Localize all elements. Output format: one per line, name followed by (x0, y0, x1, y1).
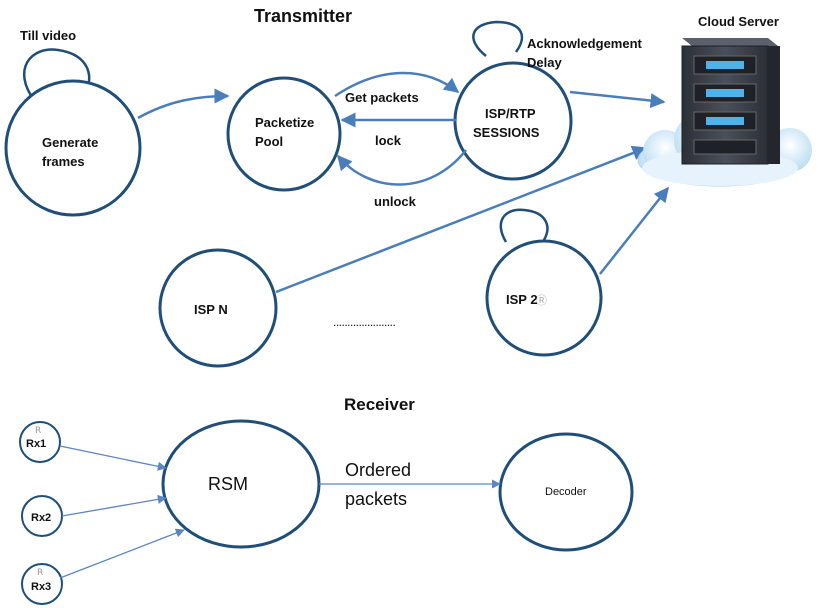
ack-line2: Delay (527, 55, 562, 70)
rx3-node: R Rx3 (21, 563, 63, 605)
generate-frames-line1: Generate (42, 135, 98, 150)
isp-2-glyph-icon: Ⓡ (536, 294, 547, 307)
receiver-title: Receiver (344, 395, 415, 414)
ack-line1: Acknowledgement (527, 36, 643, 51)
ordered-packets-line1: Ordered (345, 460, 411, 480)
packetize-line1: Packetize (255, 115, 314, 130)
rx1-node: R Rx1 (19, 421, 61, 463)
rsm-node: RSM (161, 419, 321, 549)
till-video-label: Till video (20, 28, 76, 43)
rx3-label: Rx3 (31, 581, 51, 593)
isp-2-loop (499, 208, 549, 243)
ordered-packets-line2: packets (345, 489, 407, 509)
arrow-rx1-to-rsm (59, 445, 167, 471)
isp-n-node: ISP N (158, 248, 278, 368)
packetize-pool-node: Packetize Pool (226, 76, 342, 192)
arrow-unlock (337, 149, 467, 186)
arrow-isp-2-to-cloud (599, 186, 669, 275)
transmitter-title: Transmitter (254, 6, 352, 26)
unlock-label: unlock (374, 194, 417, 209)
isp-n-label: ISP N (194, 302, 228, 317)
rsm-label: RSM (208, 474, 248, 494)
rx2-label: Rx2 (31, 512, 51, 524)
arrow-rx2-to-rsm (61, 494, 167, 517)
cloud-server: Cloud Server (637, 14, 812, 187)
lock-label: lock (375, 133, 402, 148)
cloud-server-label: Cloud Server (698, 14, 779, 29)
ellipsis-label: ...................... (333, 315, 396, 329)
packetize-line2: Pool (255, 134, 283, 149)
get-packets-label: Get packets (345, 90, 419, 105)
server-icon (681, 38, 780, 165)
rx3-glyph-icon: R (37, 568, 43, 578)
ack-delay-loop (472, 20, 524, 57)
arrow-get-packets (334, 71, 460, 98)
decoder-label: Decoder (545, 486, 587, 498)
isp-rtp-node: ISP/RTP SESSIONS (453, 20, 573, 181)
till-video-loop (22, 48, 91, 101)
isp-rtp-line2: SESSIONS (473, 125, 540, 140)
generate-frames-line2: frames (42, 154, 85, 169)
arrow-rx3-to-rsm (59, 528, 185, 579)
isp-2-node: ISP 2 Ⓡ (485, 208, 603, 357)
generate-frames-node: Generate frames (4, 48, 142, 217)
decoder-node: Decoder (498, 432, 634, 552)
arrow-generate-to-packetize (137, 88, 230, 120)
arrow-isp-n-to-cloud (275, 145, 648, 294)
isp-rtp-line1: ISP/RTP (485, 106, 536, 121)
rx1-glyph-icon: R (35, 426, 41, 436)
rx2-node: Rx2 (21, 495, 63, 537)
rx1-label: Rx1 (26, 438, 46, 450)
arrow-isp-rtp-to-cloud (569, 90, 666, 109)
isp-2-label: ISP 2 (506, 292, 538, 307)
